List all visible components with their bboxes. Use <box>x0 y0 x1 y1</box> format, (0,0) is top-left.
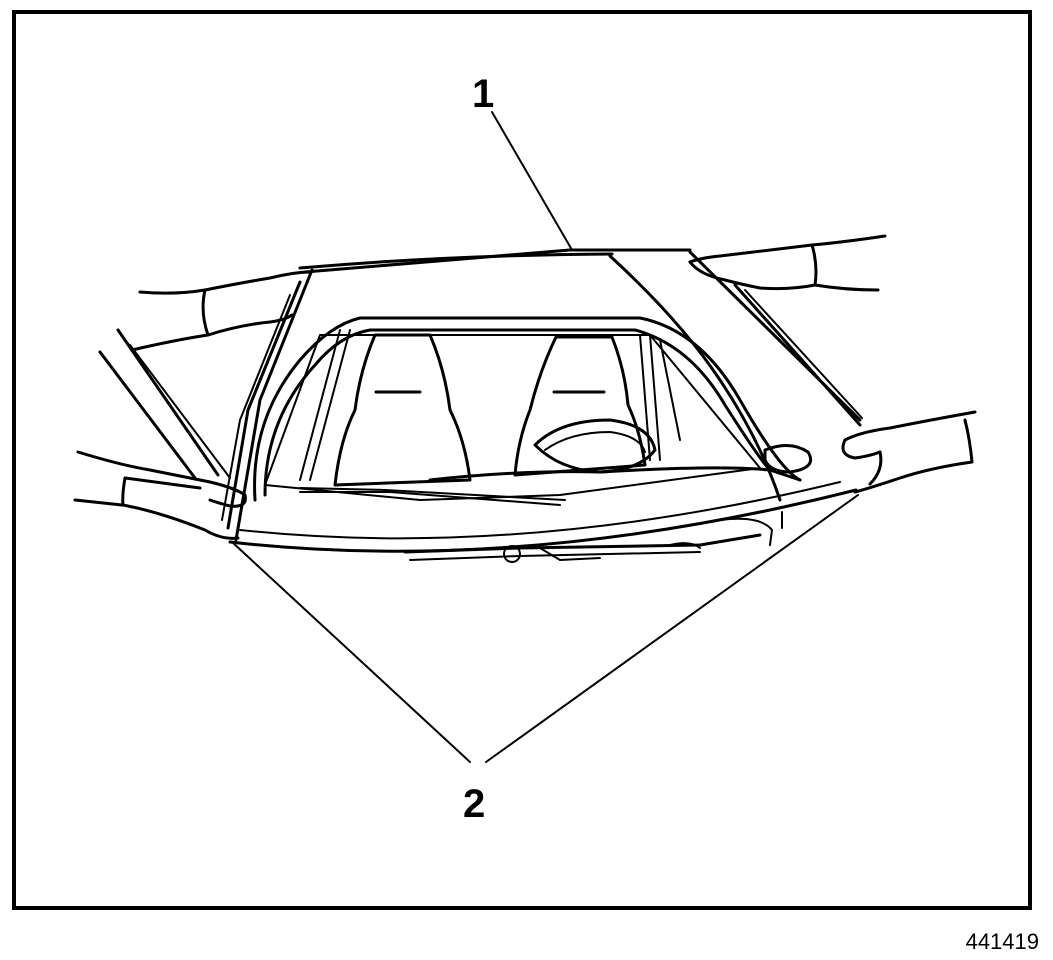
lower-body-line <box>228 488 858 553</box>
right-hand <box>841 410 977 494</box>
leader-line-2-right <box>485 494 859 763</box>
figure-frame <box>12 10 1032 910</box>
callout-label-1: 1 <box>472 72 495 116</box>
figure-id-number: 441419 <box>965 929 1039 954</box>
leader-lines <box>231 111 859 763</box>
roof-top-edge <box>303 248 692 274</box>
seats <box>299 333 813 546</box>
rear-window-glass <box>253 316 802 502</box>
glass-outer-edge <box>253 316 802 502</box>
left-pillar <box>234 268 314 542</box>
leader-line-1 <box>491 111 573 251</box>
left-hand-top <box>76 450 247 508</box>
leader-line-2-left <box>231 541 471 763</box>
vehicle-body <box>221 248 863 563</box>
glass-inner-edge <box>263 328 772 497</box>
upper-left-hand <box>130 270 312 352</box>
right-hand-top <box>841 410 977 460</box>
upper-right-hand <box>688 234 887 292</box>
left-hand <box>73 328 247 540</box>
left-seat <box>333 333 472 487</box>
callout-label-2: 2 <box>463 782 486 826</box>
right-seat <box>513 335 647 477</box>
